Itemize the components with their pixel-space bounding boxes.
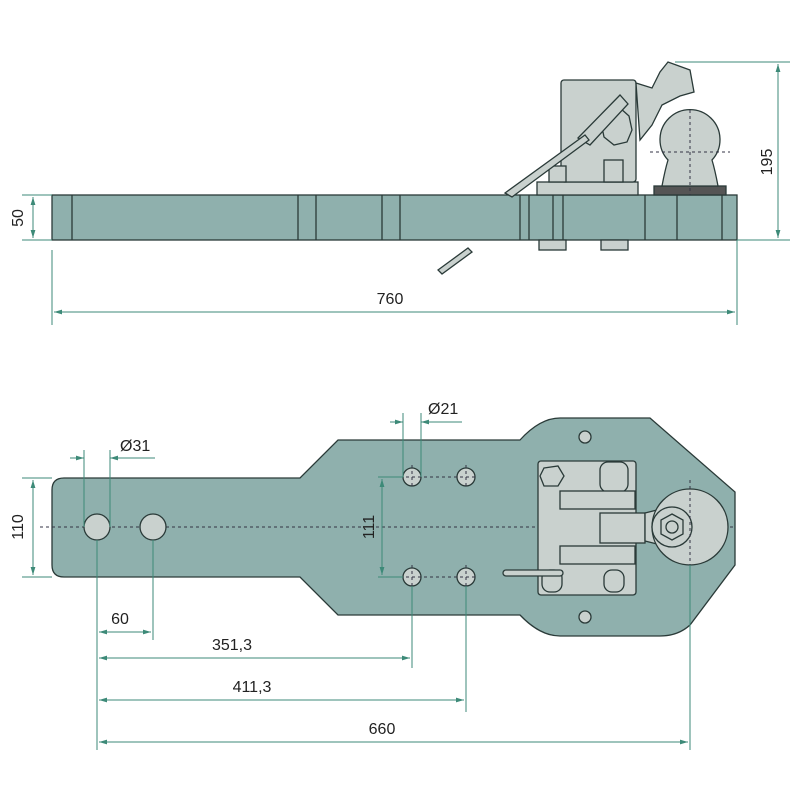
dim-ball-center-label: 660 [369, 721, 396, 738]
dim-second-small-holes-label: 411,3 [233, 679, 272, 696]
dim-small-hole-diameter-label: Ø21 [428, 401, 458, 418]
side-view: 760 50 195 [10, 61, 790, 325]
screws [578, 430, 592, 624]
tow-ball-side [650, 109, 730, 196]
dim-hole-spacing-label: 111 [361, 515, 378, 539]
coupling-bracket-side [437, 61, 695, 275]
dim-height-label: 195 [759, 149, 776, 176]
coupling-bracket-plan [502, 460, 729, 596]
plan-view: 110 111 Ø31 Ø21 60 351,3 411,3 660 [10, 401, 736, 750]
dim-large-hole-pitch-label: 60 [111, 611, 129, 628]
dim-length-label: 760 [377, 291, 404, 308]
dim-thickness-label: 50 [10, 209, 27, 227]
dim-width-label: 110 [10, 514, 27, 540]
dim-first-small-holes-label: 351,3 [212, 637, 252, 654]
dim-large-hole-diameter-label: Ø31 [120, 438, 150, 455]
drawbar-side [51, 194, 738, 241]
